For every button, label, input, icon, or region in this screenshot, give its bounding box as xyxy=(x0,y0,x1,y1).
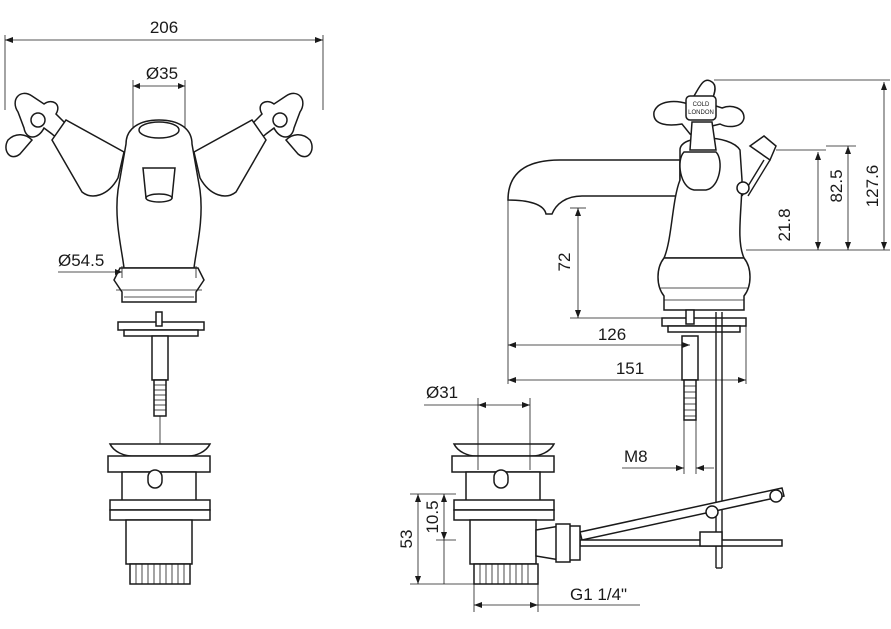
spout xyxy=(507,159,681,215)
right-arm xyxy=(193,119,267,197)
dim-label-waste-height: 53 xyxy=(397,530,416,549)
front-waste xyxy=(107,443,212,585)
side-waste xyxy=(451,443,581,585)
side-view-tap: COLD LONDON xyxy=(397,79,890,612)
shank xyxy=(151,335,169,381)
handle-label-top: COLD xyxy=(693,102,710,108)
dim-label-pop-rod-height: 21.8 xyxy=(775,208,794,241)
dim-label-waste-offset: 10.5 xyxy=(423,500,442,533)
washer-2 xyxy=(123,329,199,337)
top-cross-handle: COLD LONDON xyxy=(653,79,745,191)
dim-label-base-diameter: Ø54.5 xyxy=(58,251,104,270)
left-arm xyxy=(51,119,125,197)
pop-up-knob xyxy=(748,135,777,162)
dim-label-body-diameter: Ø35 xyxy=(146,64,178,83)
dim-label-thread: M8 xyxy=(624,447,648,466)
dim-label-reach-long: 151 xyxy=(616,359,644,378)
front-view-tap: 206 Ø35 xyxy=(4,18,324,585)
stud-top xyxy=(155,311,163,327)
dim-label-waste-thread: G1 1/4" xyxy=(570,585,627,604)
base-collar xyxy=(113,267,205,303)
linkage-bar xyxy=(579,487,785,541)
dim-label-overall-height: 127.6 xyxy=(863,165,882,208)
side-base xyxy=(657,257,751,311)
dim-label-206: 206 xyxy=(150,18,178,37)
dim-label-spout-height: 72 xyxy=(555,253,574,272)
dim-label-handle-height: 82.5 xyxy=(827,169,846,202)
dim-label-waste-diameter: Ø31 xyxy=(426,383,458,402)
left-cross-handle xyxy=(5,92,69,158)
dim-label-reach-short: 126 xyxy=(598,325,626,344)
handle-label-bottom: LONDON xyxy=(688,110,714,116)
right-cross-handle xyxy=(249,92,313,158)
